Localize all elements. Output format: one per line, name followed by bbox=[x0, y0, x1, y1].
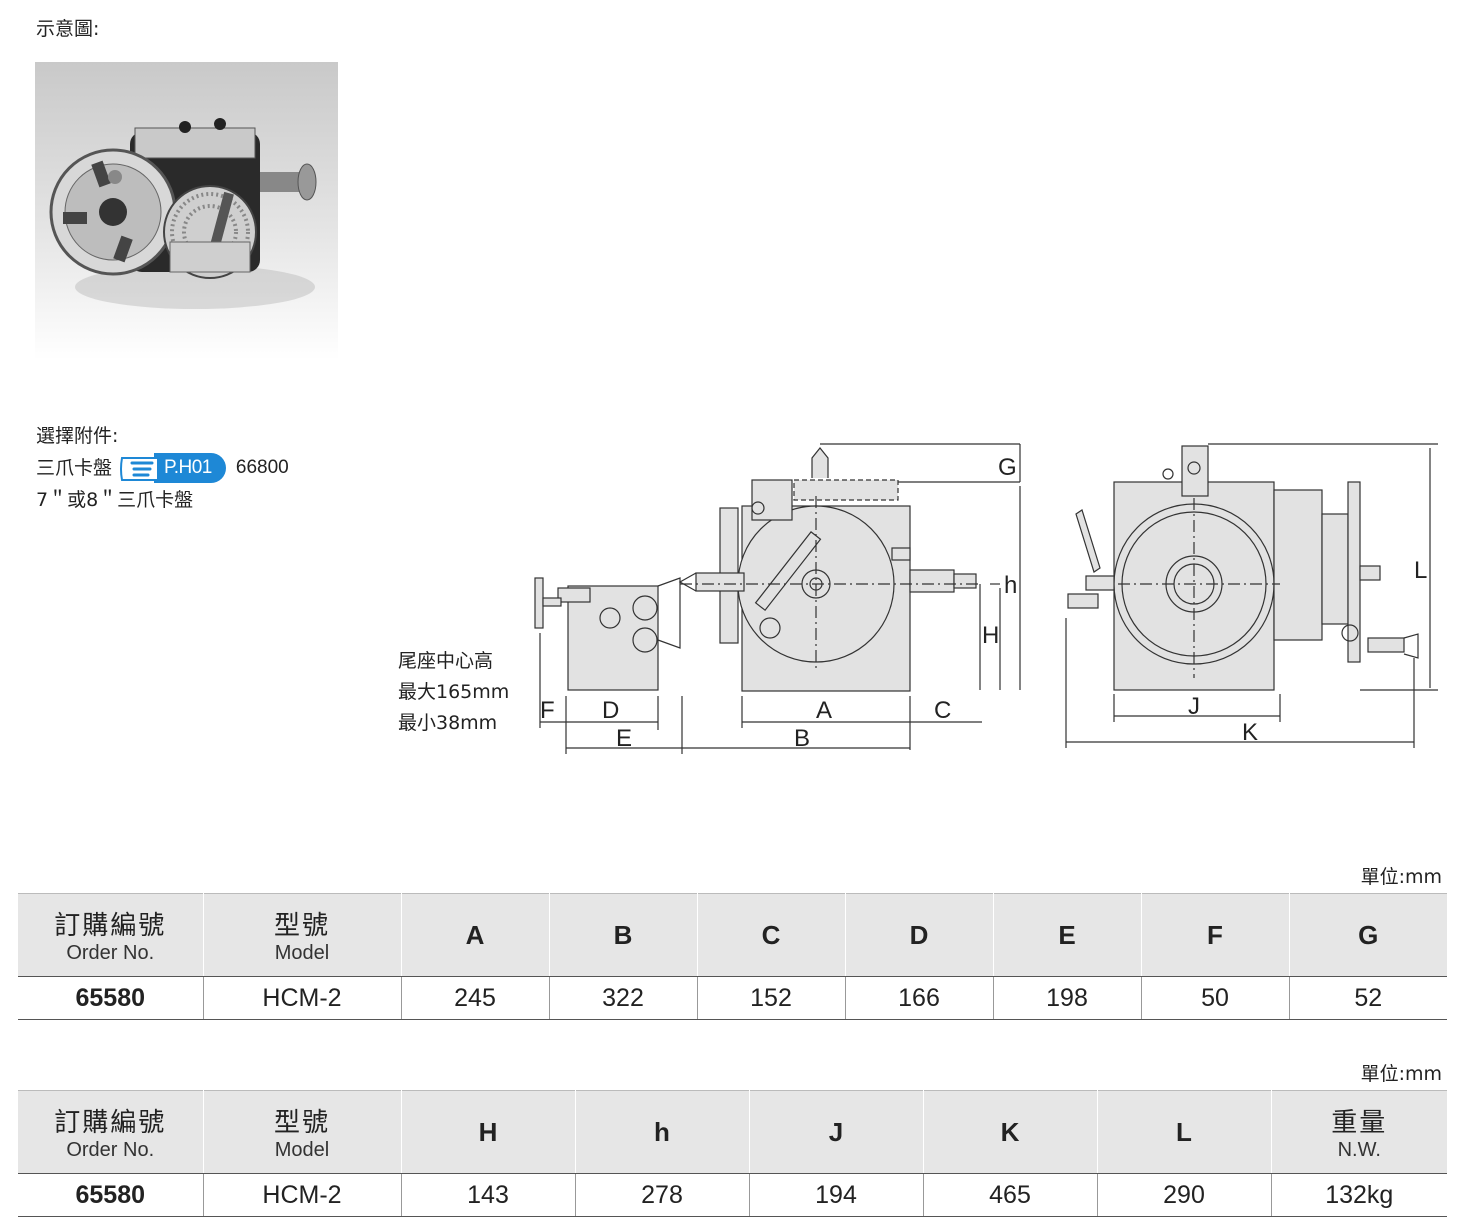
dim-label-D: D bbox=[602, 697, 619, 724]
col-header-L: L bbox=[1097, 1090, 1272, 1174]
dim-label-A: A bbox=[816, 697, 832, 724]
value-cell-D: 166 bbox=[845, 976, 994, 1020]
value-cell-h: 278 bbox=[575, 1173, 750, 1217]
dim-label-h: h bbox=[1004, 572, 1017, 599]
value-cell-L: 290 bbox=[1097, 1173, 1272, 1217]
dim-label-K: K bbox=[1242, 719, 1258, 746]
col-header-A: A bbox=[401, 893, 550, 977]
col-header-h: h bbox=[575, 1090, 750, 1174]
col-header-F: F bbox=[1141, 893, 1290, 977]
tailstock-note-line: 尾座中心高 bbox=[398, 650, 494, 672]
dim-label-J: J bbox=[1188, 693, 1200, 720]
page-reference-label: P.H01 bbox=[154, 453, 226, 483]
accessories-block: 選擇附件: 三爪卡盤 P.H01 66800 7＂或8＂三爪卡盤 bbox=[36, 420, 289, 516]
dim-label-B: B bbox=[794, 725, 810, 752]
accessory-label: 三爪卡盤 bbox=[36, 457, 113, 479]
accessories-title: 選擇附件: bbox=[36, 425, 119, 447]
dim-label-C: C bbox=[934, 697, 951, 724]
col-header-C: C bbox=[697, 893, 846, 977]
order-no-cell: 65580 bbox=[18, 976, 204, 1020]
unit-label-table1: 單位:mm bbox=[1360, 866, 1442, 888]
model-cell: HCM-2 bbox=[203, 1173, 402, 1217]
col-header-B: B bbox=[549, 893, 698, 977]
product-illustration bbox=[49, 118, 317, 309]
value-cell-E: 198 bbox=[993, 976, 1142, 1020]
value-cell-A: 245 bbox=[401, 976, 550, 1020]
dim-label-E: E bbox=[616, 725, 632, 752]
dim-label-F: F bbox=[540, 697, 555, 724]
pointing-hand-icon bbox=[118, 454, 164, 482]
value-cell-F: 50 bbox=[1141, 976, 1290, 1020]
col-header-K: K bbox=[923, 1090, 1098, 1174]
model-cell: HCM-2 bbox=[203, 976, 402, 1020]
dim-label-L: L bbox=[1414, 557, 1427, 584]
col-header-G: G bbox=[1289, 893, 1447, 977]
value-cell-K: 465 bbox=[923, 1173, 1098, 1217]
product-photo bbox=[35, 62, 338, 360]
value-cell-H: 143 bbox=[401, 1173, 576, 1217]
dim-label-H: H bbox=[982, 622, 999, 649]
table-row: 65580 HCM-2 245 322 152 166 198 50 52 bbox=[18, 976, 1447, 1020]
value-cell-weight: 132kg bbox=[1271, 1173, 1447, 1217]
table-row: 65580 HCM-2 143 278 194 465 290 132kg bbox=[18, 1173, 1447, 1217]
col-header-E: E bbox=[993, 893, 1142, 977]
col-header-D: D bbox=[845, 893, 994, 977]
accessory-code: 66800 bbox=[235, 457, 289, 478]
tailstock-center-height-note: 尾座中心高 最大165mm 最小38mm bbox=[398, 646, 509, 739]
value-cell-C: 152 bbox=[697, 976, 846, 1020]
dimension-labels: G h H A C B D F E J K L bbox=[540, 454, 1427, 752]
unit-label-table2: 單位:mm bbox=[1360, 1063, 1442, 1085]
value-cell-B: 322 bbox=[549, 976, 698, 1020]
order-no-cell: 65580 bbox=[18, 1173, 204, 1217]
value-cell-G: 52 bbox=[1289, 976, 1447, 1020]
section-caption: 示意圖: bbox=[36, 18, 100, 40]
tailstock-note-line: 最小38mm bbox=[398, 712, 498, 734]
dim-label-G: G bbox=[998, 454, 1017, 481]
accessory-item-three-jaw-chuck: 三爪卡盤 P.H01 66800 bbox=[36, 452, 289, 484]
value-cell-J: 194 bbox=[749, 1173, 924, 1217]
tailstock-note-line: 最大165mm bbox=[398, 681, 510, 703]
col-header-J: J bbox=[749, 1090, 924, 1174]
page-reference-link[interactable]: P.H01 bbox=[118, 453, 226, 483]
dimension-drawing: G h H A C B D F E J K L bbox=[534, 443, 1438, 754]
col-header-H: H bbox=[401, 1090, 576, 1174]
accessory-item-chuck-size: 7＂或8＂三爪卡盤 bbox=[36, 489, 194, 511]
